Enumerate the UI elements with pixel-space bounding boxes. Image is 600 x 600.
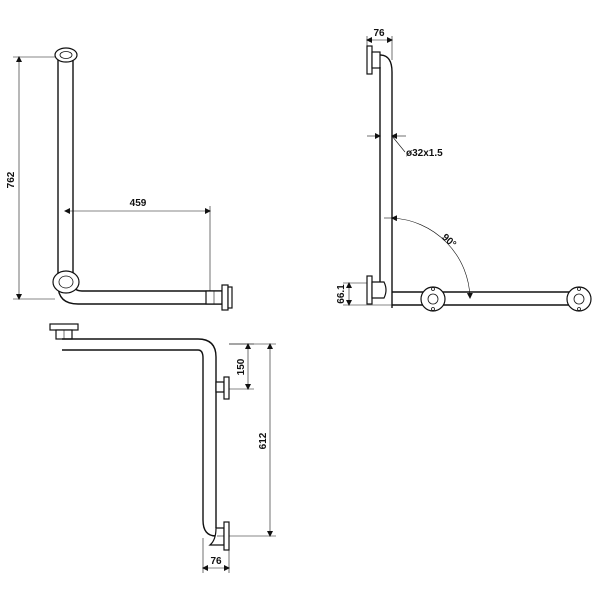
front-height-dim: 762 <box>6 171 17 188</box>
front-view: 762 459 <box>6 47 233 311</box>
top-bar-outer <box>62 338 217 528</box>
front-width-dim: 459 <box>130 198 147 209</box>
front-end-fitting <box>205 284 233 311</box>
side-view: 76 ø32x1.5 90° 66.1 <box>336 28 592 312</box>
side-flange-dim: 76 <box>373 28 385 39</box>
front-grab-bar-inner <box>72 60 222 292</box>
front-corner-flange <box>52 270 80 294</box>
side-bar-outer <box>379 54 393 308</box>
top-view: 150 612 76 <box>49 323 276 573</box>
side-end-flange <box>566 286 592 312</box>
top-bracket-dim: 150 <box>236 358 247 375</box>
side-tube-dim: ø32x1.5 <box>406 148 443 159</box>
top-length-dim: 612 <box>258 432 269 449</box>
top-bar-inner <box>62 349 222 537</box>
side-top-flange <box>366 45 381 75</box>
front-top-flange <box>54 47 78 63</box>
side-middle-flange <box>420 286 446 312</box>
side-lower-flange <box>366 275 387 305</box>
top-flange-dim: 76 <box>210 556 222 567</box>
top-middle-bracket <box>215 376 230 400</box>
side-angle-dim: 90° <box>439 232 458 250</box>
front-grab-bar-outer <box>57 60 222 305</box>
top-left-flange <box>49 323 79 340</box>
side-angle-arc <box>391 215 473 299</box>
side-offset-dim: 66.1 <box>336 284 347 304</box>
